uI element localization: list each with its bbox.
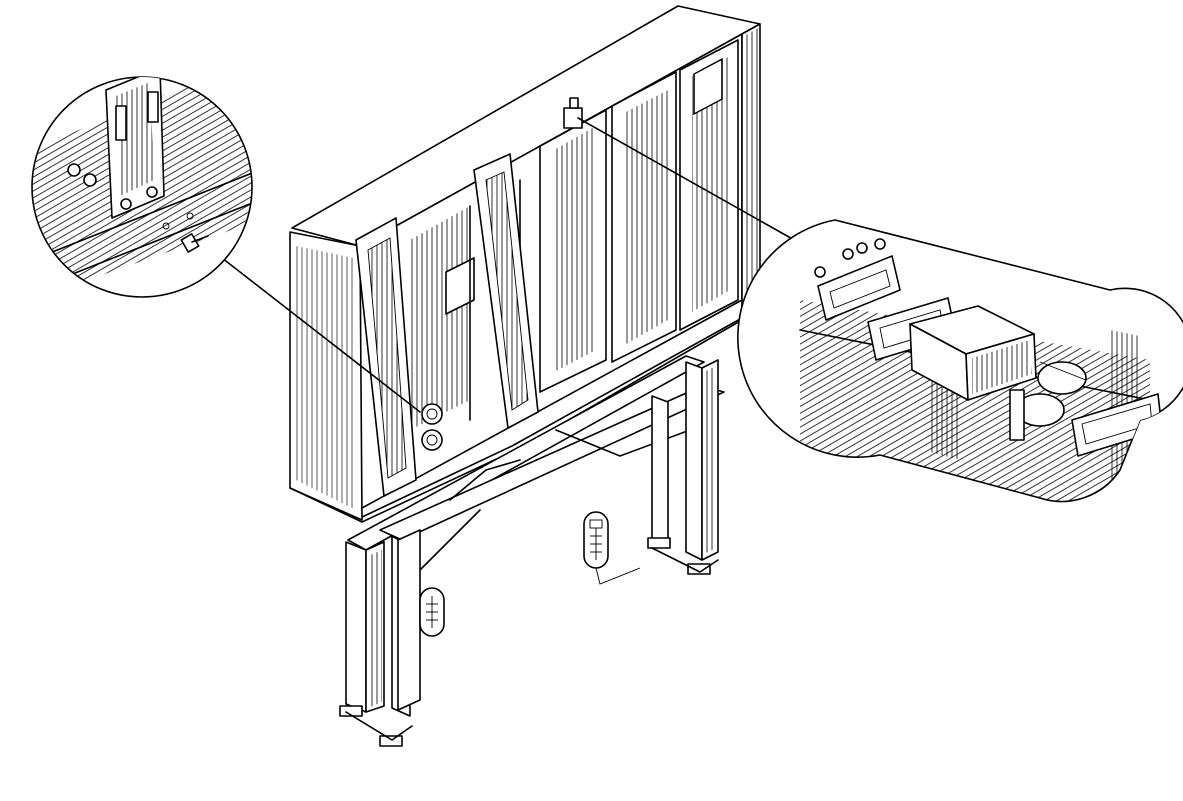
foot-pad bbox=[687, 563, 711, 575]
nut-icon bbox=[83, 173, 97, 187]
foot-pad bbox=[339, 705, 363, 717]
mounting-block-icon bbox=[909, 305, 1037, 401]
detail-callout-left bbox=[31, 76, 421, 413]
bolt-icon bbox=[419, 587, 445, 637]
nut-icon bbox=[67, 163, 81, 177]
top-mount-icon bbox=[563, 97, 583, 129]
bolt-icon bbox=[583, 511, 641, 585]
floor-stand bbox=[339, 355, 725, 747]
screw-icon bbox=[180, 233, 209, 253]
cabinet-interior bbox=[410, 179, 521, 430]
stand-top-rail-front bbox=[347, 355, 705, 551]
foot-pad bbox=[379, 735, 403, 747]
cabinet bbox=[289, 5, 761, 523]
stand-leg-front-right bbox=[685, 361, 703, 561]
lamp-icon bbox=[1009, 361, 1087, 441]
open-door-left bbox=[355, 217, 417, 497]
leader-line-left bbox=[221, 257, 421, 413]
foot-pad bbox=[647, 537, 671, 549]
stand-leg-back-left bbox=[397, 529, 421, 711]
cable-gland-icons bbox=[421, 403, 443, 451]
leader-line-right bbox=[577, 117, 813, 251]
open-door-right bbox=[473, 153, 539, 429]
front-doors bbox=[539, 39, 739, 393]
stand-leg-back-right bbox=[651, 395, 669, 549]
stand-leg-front-left bbox=[345, 541, 367, 713]
